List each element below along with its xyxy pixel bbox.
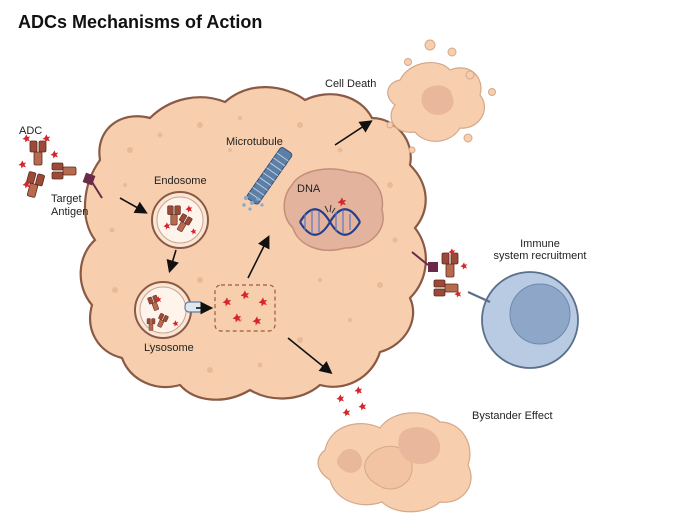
microtubule-icon (242, 147, 293, 211)
bystander-payloads (336, 386, 367, 417)
immune-label-line2: system recruitment (493, 250, 587, 262)
dna-helix-icon (299, 204, 361, 236)
adc-antibody-icon (51, 162, 77, 180)
target-antigen-label-line2: Antigen (51, 206, 89, 218)
adc-antibody-icon (29, 140, 47, 166)
arrow-icon (247, 235, 270, 279)
endosome (151, 191, 209, 249)
lysosome (134, 281, 204, 339)
nucleus (283, 168, 384, 252)
arrow-icon (334, 120, 373, 146)
adc-antibody-group (18, 134, 77, 200)
endosome-label: Endosome (154, 175, 207, 187)
tumor-cell (79, 86, 427, 401)
membrane-adc-complex (411, 248, 468, 298)
dna-label: DNA (297, 183, 321, 195)
adc-antibody-icon (441, 252, 459, 278)
transporter-icon (184, 301, 204, 313)
arrow-icon (287, 337, 333, 375)
adc-antibody-icon (433, 279, 459, 297)
lysosome-label: Lysosome (144, 342, 194, 354)
adc-label: ADC (19, 125, 43, 137)
target-antigen-icon (82, 172, 103, 199)
target-antigen-label-line1: Target (51, 193, 82, 205)
tumor-cell-membrane (79, 86, 427, 401)
bystander-label: Bystander Effect (472, 410, 553, 422)
arrow-icon (166, 249, 179, 274)
released-payload (214, 284, 276, 332)
bystander-cells (317, 412, 472, 513)
immune-cell (467, 271, 579, 369)
arrow-icon (119, 197, 148, 214)
immune-label-line1: Immune (520, 238, 560, 250)
dead-cell (386, 39, 496, 154)
diagram-title: ADCs Mechanisms of Action (18, 12, 263, 32)
pathway-arrows (119, 120, 373, 375)
cell-death-label: Cell Death (325, 78, 377, 90)
microtubule-label: Microtubule (226, 136, 283, 148)
